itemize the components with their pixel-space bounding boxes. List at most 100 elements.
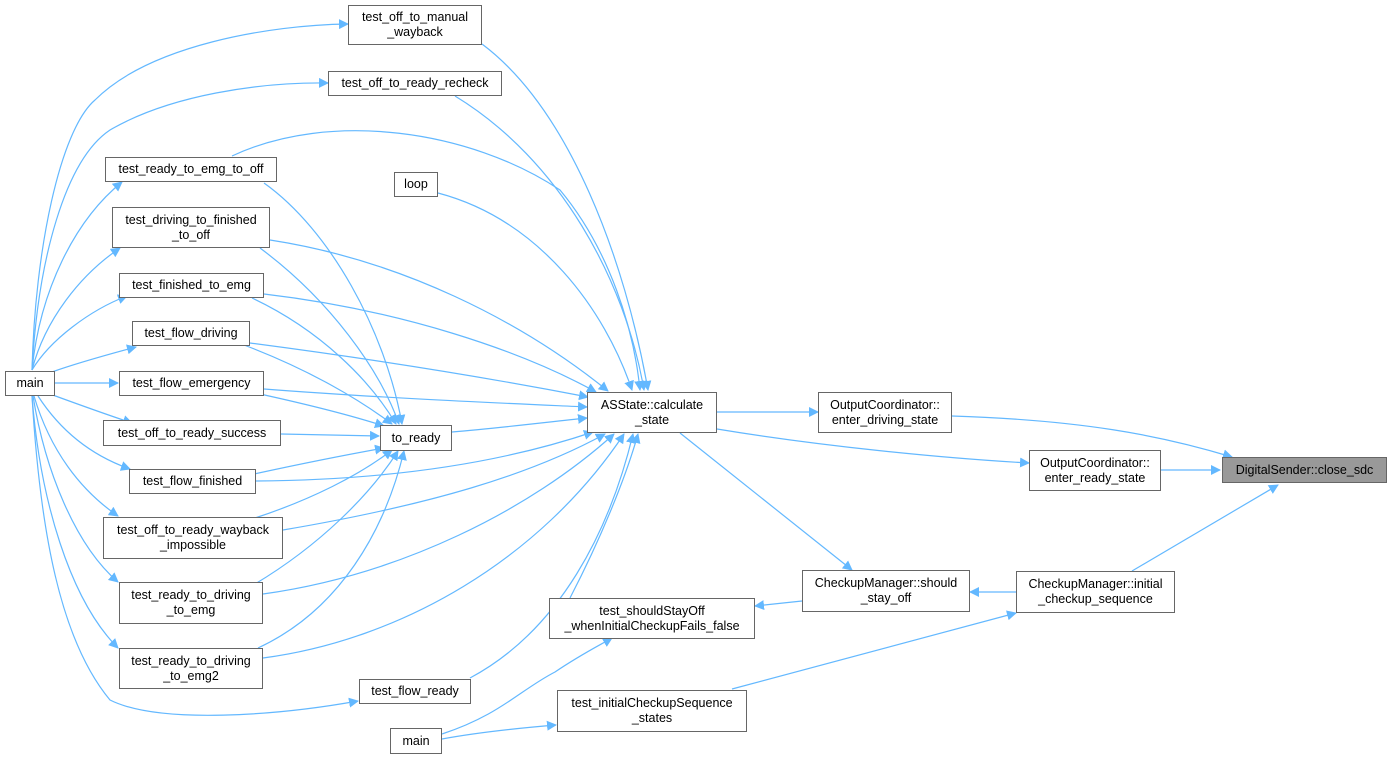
node-label-line: test_flow_finished — [142, 474, 243, 488]
node-label-line: OutputCoordinator:: — [1040, 455, 1150, 470]
node-label-line: to_ready — [391, 430, 441, 445]
node-label-line: test_off_to_manual — [361, 10, 469, 24]
node-test-flow-finished[interactable]: test_flow_finished — [129, 469, 256, 494]
edge-wayback-imp-to-to-ready — [254, 449, 393, 519]
edge-ready-drv-emg-to-calc — [262, 433, 615, 595]
node-label-line: test_driving_to_finished — [125, 212, 257, 227]
edge-flow-emergency-to-to-ready — [259, 393, 385, 428]
edge-main1-to-ready-emg-off — [31, 181, 123, 371]
edge-ready-emg-off-to-calc — [231, 130, 645, 391]
edge-initial-test-to-initial-seq — [731, 610, 1017, 690]
edge-main1-to-ready-drv-emg — [32, 395, 119, 583]
node-test-off-to-ready-success[interactable]: test_off_to_ready_success — [103, 420, 281, 446]
edge-finished-emg-to-to-ready — [251, 297, 397, 425]
node-label-line: CheckupManager::initial — [1028, 577, 1163, 591]
node-label-line: test_flow_ready — [371, 684, 459, 698]
edge-main1-to-wayback-imp — [33, 395, 119, 517]
node-test-ready-to-driving-to-emg2[interactable]: test_ready_to_driving _to_emg2 — [119, 648, 263, 689]
node-label-line: ASState::calculate — [600, 397, 704, 412]
node-loop[interactable]: loop — [394, 172, 438, 197]
node-label-line: test_ready_to_driving — [131, 653, 251, 668]
node-label-line: test_flow_emergency — [132, 376, 251, 390]
node-checkupmanager-initial-checkup-sequence[interactable]: CheckupManager::initial _checkup_sequenc… — [1016, 571, 1175, 613]
node-label-line: _checkup_sequence — [1038, 592, 1153, 606]
edge-off-ready-succ-to-to-ready — [280, 430, 380, 441]
edge-ready-drv-emg-to-to-ready — [254, 450, 399, 585]
edge-main1-to-finished-emg — [31, 294, 128, 371]
node-label-line: enter_ready_state — [1044, 470, 1146, 485]
edge-calc-to-enter-ready — [716, 428, 1030, 468]
node-label-line: _wayback — [387, 25, 443, 39]
node-label-line: main — [16, 376, 44, 390]
edge-driving-fin-off-to-calc — [269, 239, 609, 392]
node-label-line: _impossible — [159, 538, 226, 552]
node-label-line: _states — [631, 711, 673, 725]
node-label-line: main — [402, 733, 430, 748]
edge-ready-drv-emg2-to-to-ready — [257, 450, 407, 649]
node-label-line: test_off_to_ready_recheck — [341, 76, 489, 90]
node-label-line: DigitalSender::close_sdc — [1235, 462, 1374, 477]
edge-flow-finished-to-calc — [255, 430, 594, 482]
node-checkupmanager-should-stay-off[interactable]: CheckupManager::should _stay_off — [802, 570, 970, 612]
edge-ready-emg-off-to-to-ready — [263, 182, 406, 425]
node-to-ready[interactable]: to_ready — [380, 425, 452, 451]
node-label-line: _stay_off — [860, 591, 912, 605]
node-outputcoordinator-enter-driving-state[interactable]: OutputCoordinator:: enter_driving_state — [818, 392, 952, 433]
node-main-bottom[interactable]: main — [390, 728, 442, 754]
edge-main1-to-driving-fin-off — [31, 247, 121, 371]
edge-to-ready-to-calc — [451, 413, 588, 433]
node-label-line: _to_emg2 — [163, 668, 219, 683]
edge-main1-to-flow-finished — [37, 395, 131, 471]
node-test-off-to-manual-wayback[interactable]: test_off_to_manual _wayback — [348, 5, 482, 45]
node-label-line: test_shouldStayOff — [599, 603, 705, 618]
node-test-off-to-ready-recheck[interactable]: test_off_to_ready_recheck — [328, 71, 502, 96]
node-label-line: loop — [404, 177, 428, 191]
edge-main1-to-off-manual — [31, 19, 349, 371]
edge-flow-emergency-to-calc — [263, 388, 588, 412]
edge-main1-to-flow-ready — [31, 395, 359, 716]
edge-should-stay-to-should-test — [754, 600, 803, 611]
edge-initial-seq-to-close-sdc — [1131, 484, 1279, 572]
edge-off-recheck-to-calc — [454, 95, 648, 391]
edge-enter-driving-to-close-sdc — [951, 415, 1233, 460]
edge-flow-driving-to-calc — [249, 342, 589, 401]
node-test-driving-to-finished-to-off[interactable]: test_driving_to_finished _to_off — [112, 207, 270, 248]
node-test-off-to-ready-wayback-impossible[interactable]: test_off_to_ready_wayback _impossible — [103, 517, 283, 559]
node-label-line: _to_emg — [166, 603, 216, 617]
node-label-line: test_flow_driving — [144, 326, 238, 340]
node-test-ready-to-driving-to-emg[interactable]: test_ready_to_driving _to_emg — [119, 582, 263, 624]
node-test-initialcheckupsequence-states[interactable]: test_initialCheckupSequence _states — [557, 690, 747, 732]
edge-main1-to-off-recheck — [31, 77, 329, 371]
edge-driving-fin-off-to-to-ready — [259, 247, 401, 425]
node-main-left[interactable]: main — [5, 371, 55, 396]
edge-flow-ready-to-calc — [469, 433, 636, 679]
node-test-finished-to-emg[interactable]: test_finished_to_emg — [119, 273, 264, 298]
node-label-line: _whenInitialCheckupFails_false — [564, 618, 740, 633]
node-label-line: test_finished_to_emg — [132, 278, 251, 292]
node-test-flow-ready[interactable]: test_flow_ready — [359, 679, 471, 704]
edge-loop-to-calc — [437, 192, 634, 391]
node-label-line: test_off_to_ready_success — [117, 425, 267, 440]
node-test-flow-driving[interactable]: test_flow_driving — [132, 321, 250, 346]
edge-finished-emg-to-calc — [263, 293, 597, 393]
node-test-shouldstayoff-wheninitialcheckupfails-false[interactable]: test_shouldStayOff _whenInitialCheckupFa… — [549, 598, 755, 639]
node-label-line: test_initialCheckupSequence — [571, 696, 733, 710]
node-label-line: CheckupManager::should — [814, 576, 958, 590]
edge-wayback-imp-to-calc — [282, 433, 606, 531]
node-test-ready-to-emg-to-off[interactable]: test_ready_to_emg_to_off — [105, 157, 277, 182]
node-label-line: _to_off — [171, 227, 210, 242]
node-asstate-calculate-state[interactable]: ASState::calculate _state — [587, 392, 717, 433]
edge-flow-finished-to-to-ready — [253, 444, 385, 475]
node-outputcoordinator-enter-ready-state[interactable]: OutputCoordinator:: enter_ready_state — [1029, 450, 1161, 491]
edge-main1-to-flow-driving — [51, 344, 137, 373]
edge-main1-to-ready-drv-emg2 — [31, 395, 119, 649]
node-digitalsender-close-sdc: DigitalSender::close_sdc — [1222, 457, 1387, 483]
node-label-line: enter_driving_state — [831, 412, 939, 427]
node-label-line: test_ready_to_driving — [131, 588, 251, 602]
edge-main2-to-initial-test — [441, 720, 557, 740]
node-label-line: _state — [634, 412, 670, 427]
edge-main2-to-should-test — [441, 637, 613, 735]
node-test-flow-emergency[interactable]: test_flow_emergency — [119, 371, 264, 396]
